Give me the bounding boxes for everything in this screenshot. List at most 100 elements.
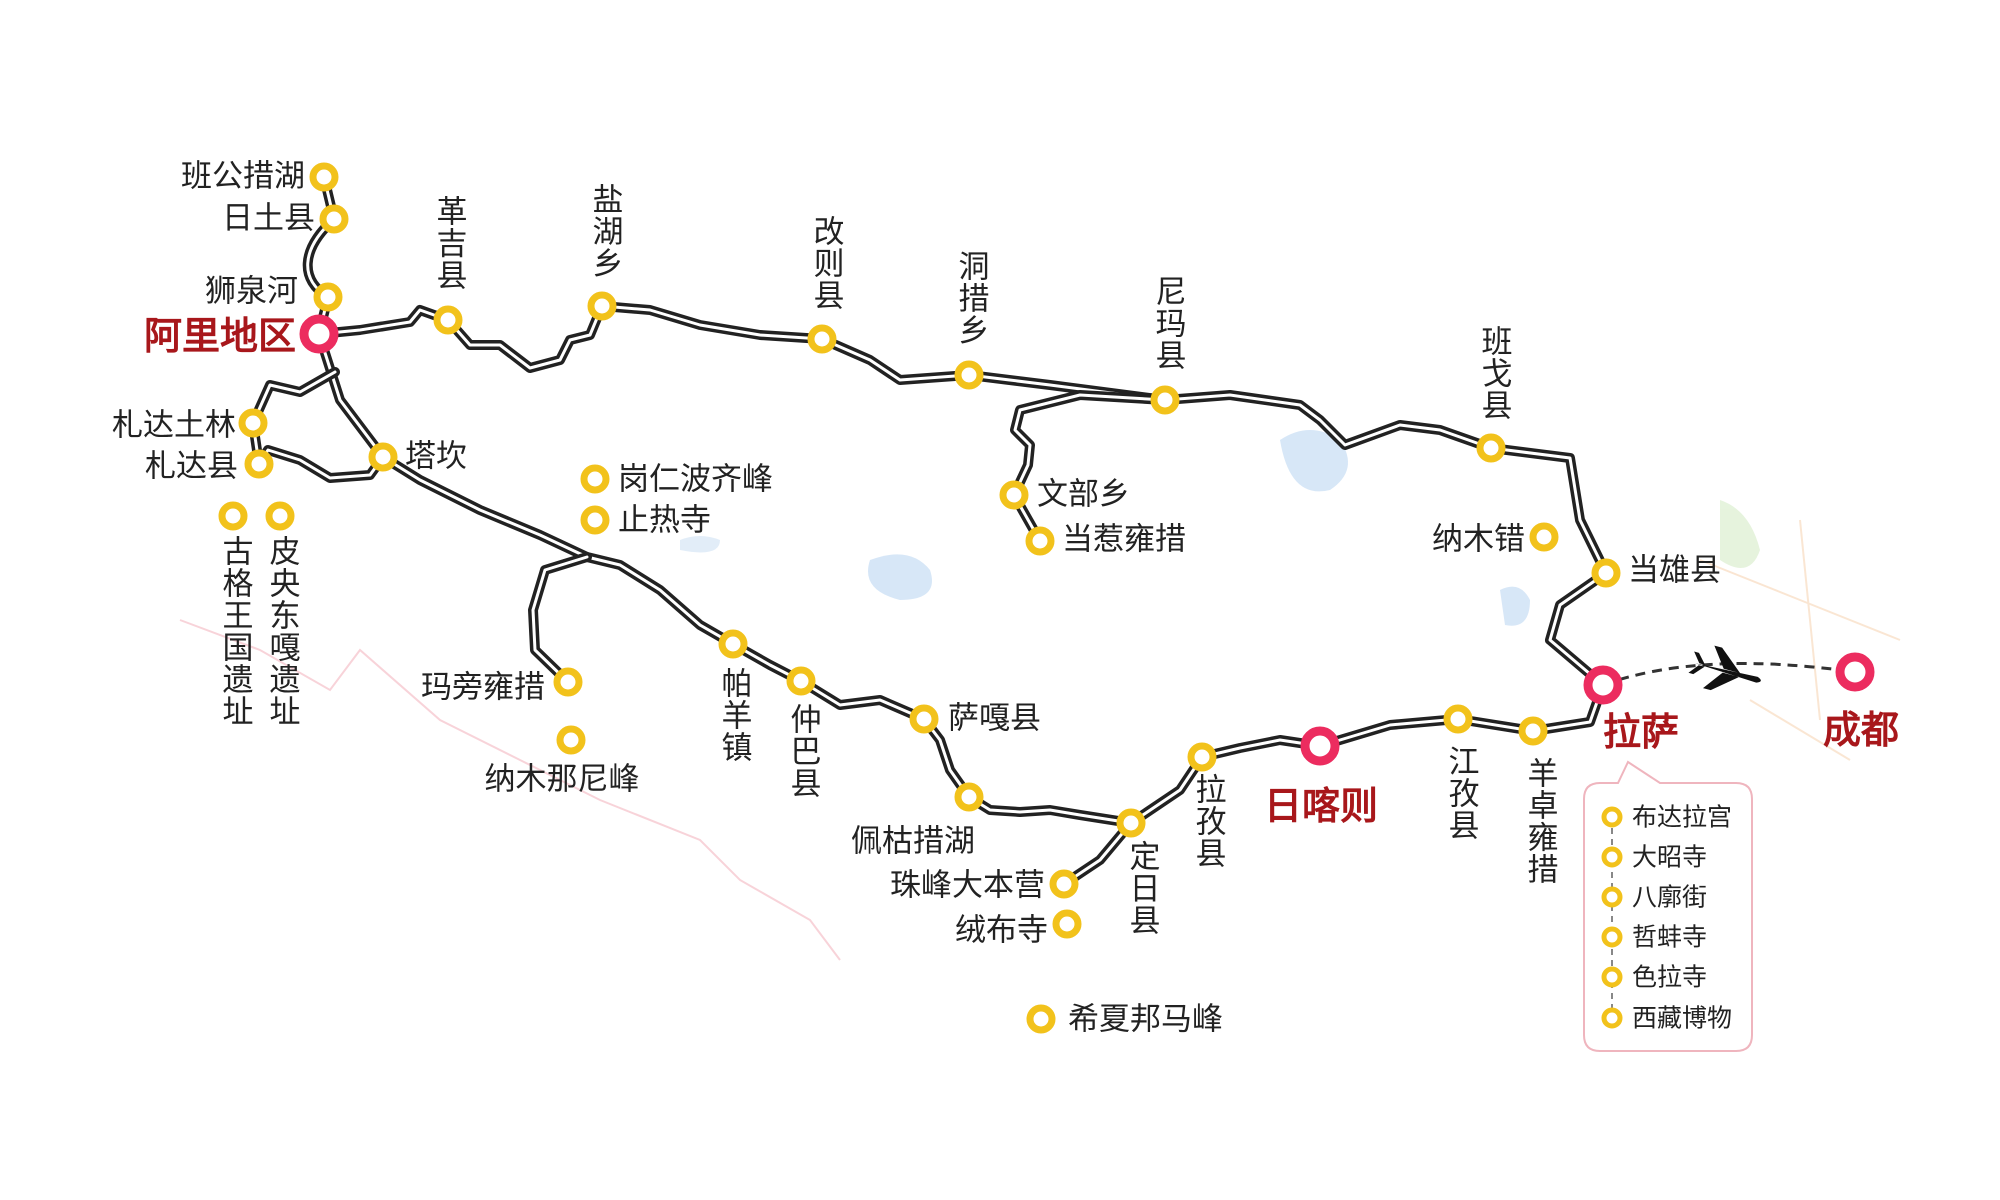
station-marker: [1529, 522, 1559, 552]
station-marker: [368, 442, 398, 472]
station-marker: [786, 666, 816, 696]
flight-path: [1602, 662, 1856, 687]
label-gaize: 改则县: [807, 215, 844, 311]
attraction-item: 色拉寺: [1632, 962, 1708, 992]
lake: [680, 536, 720, 553]
station-marker: [580, 505, 610, 535]
station-marker: [1591, 558, 1621, 588]
station-marker: [1601, 806, 1623, 828]
airplane-icon: [1688, 645, 1761, 691]
station-marker: [580, 464, 610, 494]
station-marker: [238, 408, 268, 438]
city-marker: [1835, 652, 1875, 692]
station-marker: [218, 501, 248, 531]
label-yanhu: 盐湖乡: [586, 183, 623, 279]
station-marker: [244, 449, 274, 479]
route-segment: [1012, 393, 1167, 543]
station-marker: [313, 282, 343, 312]
station-marker: [1601, 926, 1623, 948]
label-gyantse: 江孜县: [1442, 745, 1479, 841]
attraction-item: 西藏博物: [1632, 1003, 1733, 1033]
label-shigatse: 日喀则: [1264, 784, 1379, 828]
border-line: [179, 619, 841, 961]
station-marker: [1052, 909, 1082, 939]
attraction-item: 大昭寺: [1632, 842, 1708, 872]
label-peiku: 佩枯措湖: [851, 823, 975, 860]
station-marker: [553, 667, 583, 697]
station-marker: [1049, 869, 1079, 899]
station-marker: [265, 501, 295, 531]
lhasa-attractions-callout: [1583, 760, 1753, 1052]
label-yamdrok: 羊卓雍措: [1521, 757, 1558, 885]
station-marker: [319, 204, 349, 234]
station-marker: [1025, 526, 1055, 556]
label-tingri: 定日县: [1123, 840, 1160, 936]
label-zanda-forest: 札达土林: [112, 407, 236, 444]
label-zhire: 止热寺: [618, 502, 711, 539]
label-piyang: 皮央东嘎遗址: [263, 535, 300, 727]
label-lhasa: 拉萨: [1603, 710, 1680, 754]
label-payang: 帕羊镇: [715, 667, 752, 763]
label-naimona: 纳木那尼峰: [484, 761, 640, 798]
station-marker: [1476, 433, 1506, 463]
label-ali: 阿里地区: [143, 314, 296, 358]
station-marker: [909, 704, 939, 734]
label-guge: 古格王国遗址: [216, 535, 253, 727]
station-marker: [1601, 846, 1623, 868]
label-lhatse: 拉孜县: [1189, 773, 1226, 869]
station-marker: [587, 291, 617, 321]
station-marker: [954, 782, 984, 812]
label-shishapangma: 希夏邦马峰: [1068, 1001, 1223, 1038]
label-bange: 班戈县: [1475, 325, 1512, 421]
label-damxung: 当雄县: [1628, 552, 1721, 589]
lake: [868, 554, 932, 600]
station-marker: [954, 360, 984, 390]
label-nima: 尼玛县: [1149, 275, 1186, 371]
station-marker: [1518, 716, 1548, 746]
station-marker: [1601, 1007, 1623, 1029]
background-map: [179, 430, 1901, 961]
attraction-item: 哲蚌寺: [1632, 922, 1708, 952]
road-line: [1699, 519, 1901, 761]
station-marker: [1150, 385, 1180, 415]
attraction-item: 布达拉宫: [1632, 802, 1733, 832]
label-ritu: 日土县: [222, 200, 315, 237]
region: [1720, 500, 1760, 568]
station-marker: [1601, 886, 1623, 908]
route-segment: [1009, 390, 1170, 546]
station-marker: [1116, 808, 1146, 838]
label-ebc: 珠峰大本营: [890, 867, 1045, 904]
attraction-item: 八廓街: [1632, 882, 1708, 912]
label-shiquanhe: 狮泉河: [205, 273, 298, 310]
station-marker: [1601, 966, 1623, 988]
label-rongbuk: 绒布寺: [955, 912, 1048, 949]
label-dangra: 当惹雍措: [1062, 521, 1186, 558]
station-marker: [1026, 1004, 1056, 1034]
station-marker: [433, 305, 463, 335]
label-manasarovar: 玛旁雍措: [421, 669, 545, 706]
label-kailash: 岗仁波齐峰: [618, 461, 773, 498]
station-marker: [1187, 742, 1217, 772]
city-marker: [299, 314, 339, 354]
label-dongcuo: 洞措乡: [952, 250, 989, 346]
label-zanda: 札达县: [145, 448, 238, 485]
station-marker: [309, 162, 339, 192]
station-marker: [807, 324, 837, 354]
station-marker: [718, 629, 748, 659]
label-namtso: 纳木错: [1432, 521, 1525, 558]
route-segment: [528, 552, 592, 687]
label-saga: 萨嘎县: [948, 700, 1041, 737]
station-marker: [999, 480, 1029, 510]
station-marker: [1443, 704, 1473, 734]
label-zhongba: 仲巴县: [784, 703, 821, 799]
city-marker: [1300, 726, 1340, 766]
label-tagin: 塔坎: [405, 438, 467, 475]
lake: [1500, 586, 1530, 626]
lake: [1280, 430, 1348, 492]
label-geji: 革吉县: [430, 195, 467, 291]
label-chengdu: 成都: [1823, 708, 1900, 752]
city-marker: [1583, 665, 1623, 705]
station-marker: [556, 725, 586, 755]
